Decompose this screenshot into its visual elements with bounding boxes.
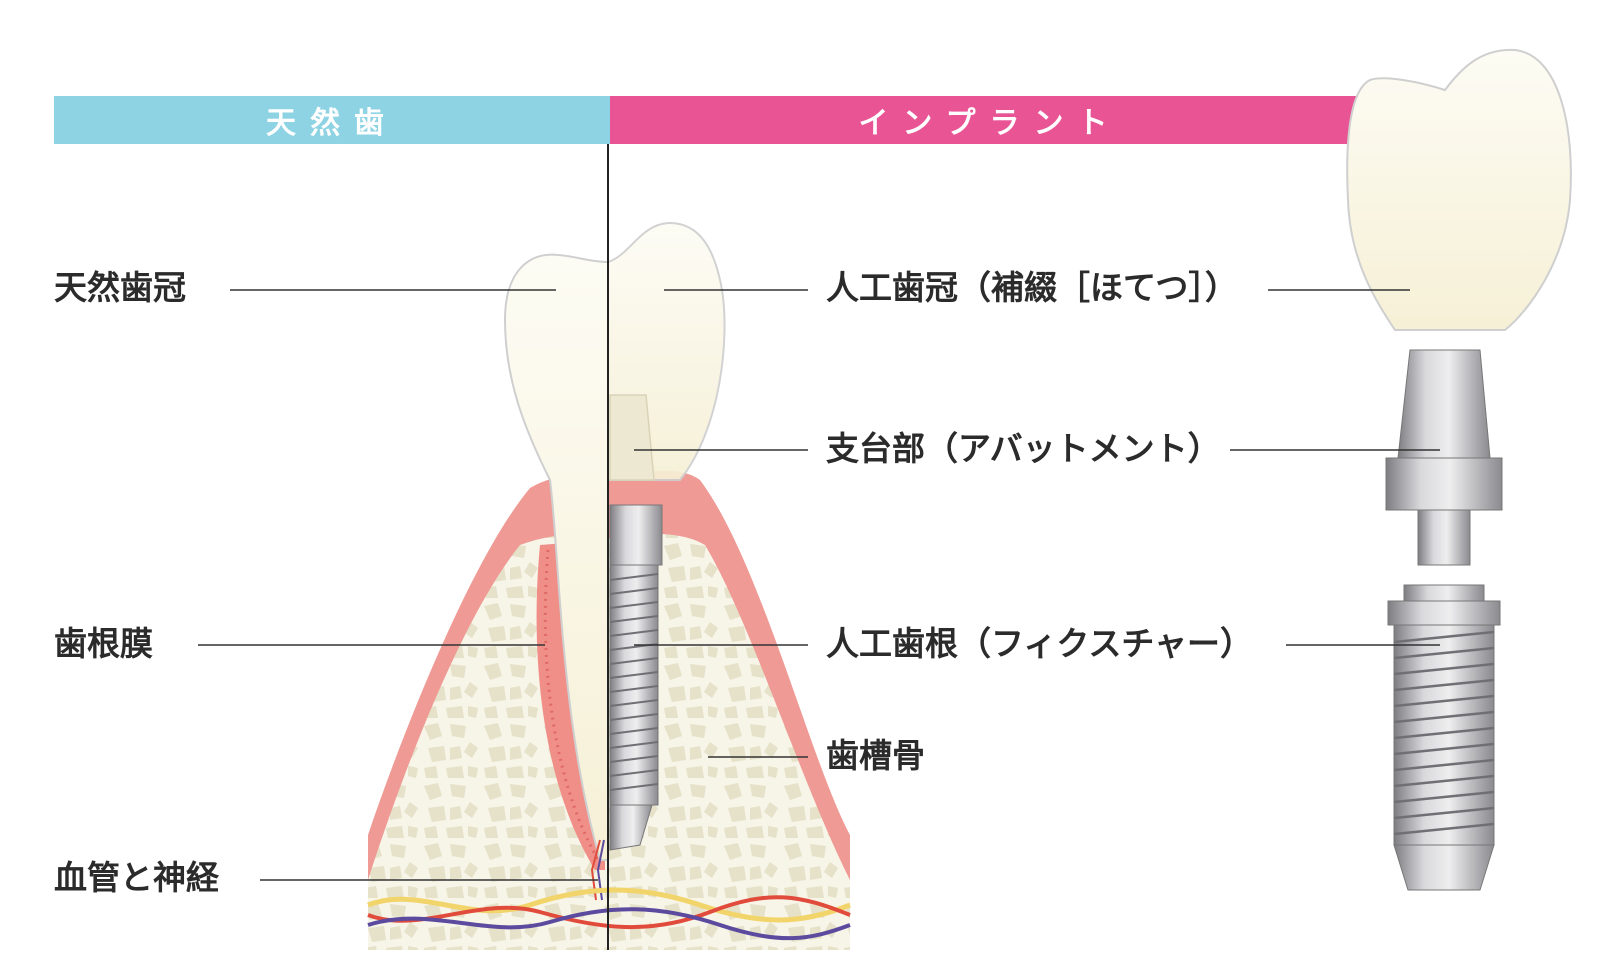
fixture	[609, 564, 659, 851]
label-artificial-crown: 人工歯冠（補綴［ほてつ］）	[826, 268, 1238, 307]
abutment-exploded	[1397, 349, 1491, 459]
implant-header: インプラント	[610, 96, 1370, 144]
abutment	[609, 394, 655, 481]
crown-exploded	[1346, 48, 1572, 331]
natural-tooth-section	[368, 253, 608, 950]
implant-section	[608, 221, 850, 950]
leader-lines	[198, 289, 1440, 881]
natural-tooth-header: 天然歯	[54, 96, 610, 144]
label-alveolar-bone: 歯槽骨	[826, 736, 925, 775]
label-fixture: 人工歯根（フィクスチャー）	[826, 624, 1254, 663]
label-abutment: 支台部（アバットメント）	[826, 429, 1221, 468]
implant-collar	[609, 504, 663, 566]
label-vessels-nerves: 血管と神経	[54, 858, 219, 897]
alveolar-bone-right	[608, 533, 850, 950]
fixture-exploded	[1403, 584, 1485, 602]
label-periodontal-ligament: 歯根膜	[54, 624, 153, 663]
label-natural-crown: 天然歯冠	[54, 268, 186, 307]
natural-crown	[503, 253, 608, 861]
vessels-and-nerves	[367, 887, 851, 941]
exploded-implant	[1346, 48, 1572, 891]
